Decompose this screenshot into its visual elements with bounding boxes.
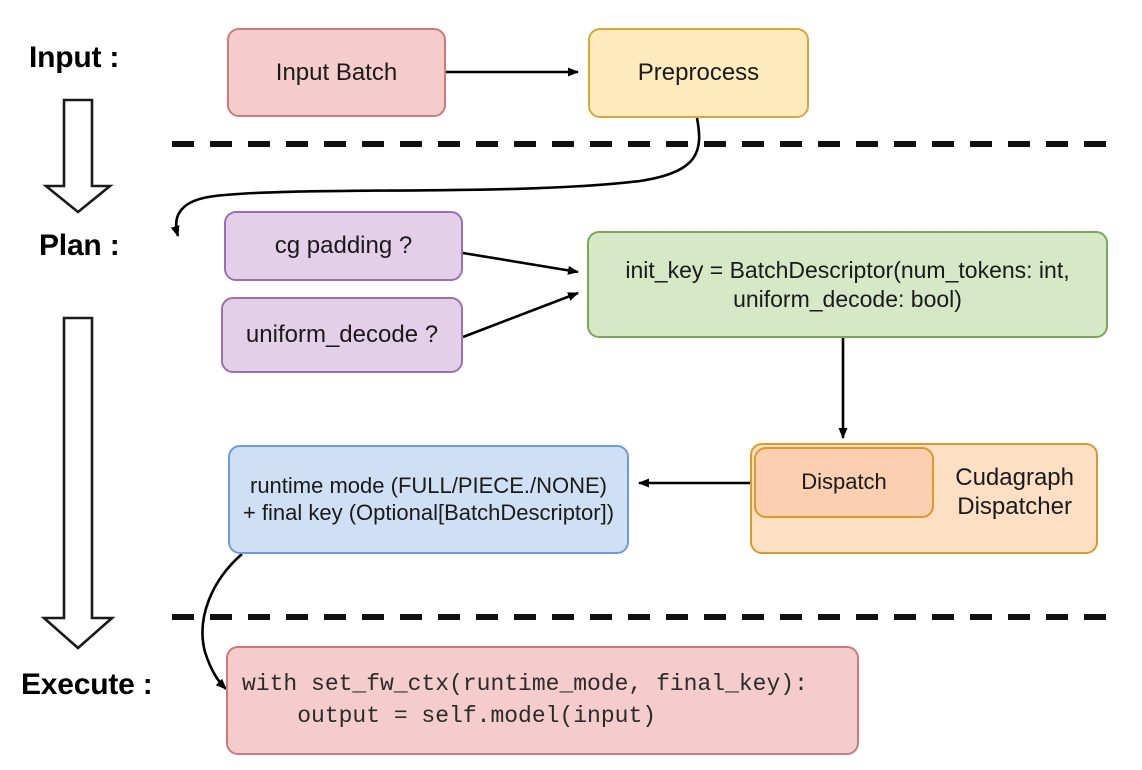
stage-label-plan: Plan : [39, 229, 120, 262]
node-cg-padding[interactable]: cg padding ? [224, 211, 463, 281]
stage-label-input: Input : [29, 41, 120, 74]
edge-uniform-decode-to-init-key [462, 291, 579, 339]
node-uniform-decode[interactable]: uniform_decode ? [221, 297, 463, 373]
node-init-key-line1: init_key = BatchDescriptor(num_tokens: i… [625, 257, 1070, 284]
node-input-batch-label: Input Batch [275, 58, 398, 86]
node-exec-code-line2: output = self.model(input) [242, 702, 657, 729]
node-init-key-line2: uniform_decode: bool) [733, 285, 962, 312]
node-uniform-decode-label: uniform_decode ? [245, 321, 439, 349]
node-preprocess[interactable]: Preprocess [588, 28, 809, 118]
stage-block-arrow-plan-to-execute [40, 316, 116, 650]
node-runtime-mode-line2: + final key (Optional[BatchDescriptor]) [242, 499, 615, 525]
node-cg-padding-label: cg padding ? [274, 232, 413, 260]
node-exec-code-line1: with set_fw_ctx(runtime_mode, final_key)… [242, 671, 808, 698]
node-input-batch[interactable]: Input Batch [227, 28, 446, 117]
node-exec-code[interactable]: with set_fw_ctx(runtime_mode, final_key)… [226, 646, 859, 755]
node-runtime-mode-text: runtime mode (FULL/PIECE./NONE) + final … [240, 473, 617, 527]
stage-label-execute: Execute : [21, 668, 153, 701]
node-exec-code-text: with set_fw_ctx(runtime_mode, final_key)… [242, 669, 847, 731]
node-dispatch-label: Dispatch [801, 469, 887, 495]
node-init-key-text: init_key = BatchDescriptor(num_tokens: i… [599, 256, 1096, 312]
node-cudagraph-dispatcher-text: Cudagraph Dispatcher [955, 463, 1074, 522]
stage-block-arrow-input-to-plan [42, 98, 114, 214]
edge-cg-padding-to-init-key [462, 251, 579, 275]
node-preprocess-label: Preprocess [637, 59, 760, 87]
node-runtime-mode[interactable]: runtime mode (FULL/PIECE./NONE) + final … [228, 445, 629, 554]
node-dispatch[interactable]: Dispatch [754, 447, 934, 518]
node-init-key[interactable]: init_key = BatchDescriptor(num_tokens: i… [587, 231, 1108, 338]
node-cudagraph-dispatcher-line2: Dispatcher [957, 493, 1072, 521]
node-cudagraph-dispatcher-line1: Cudagraph [955, 464, 1074, 491]
node-runtime-mode-line1: runtime mode (FULL/PIECE./NONE) [250, 472, 607, 498]
